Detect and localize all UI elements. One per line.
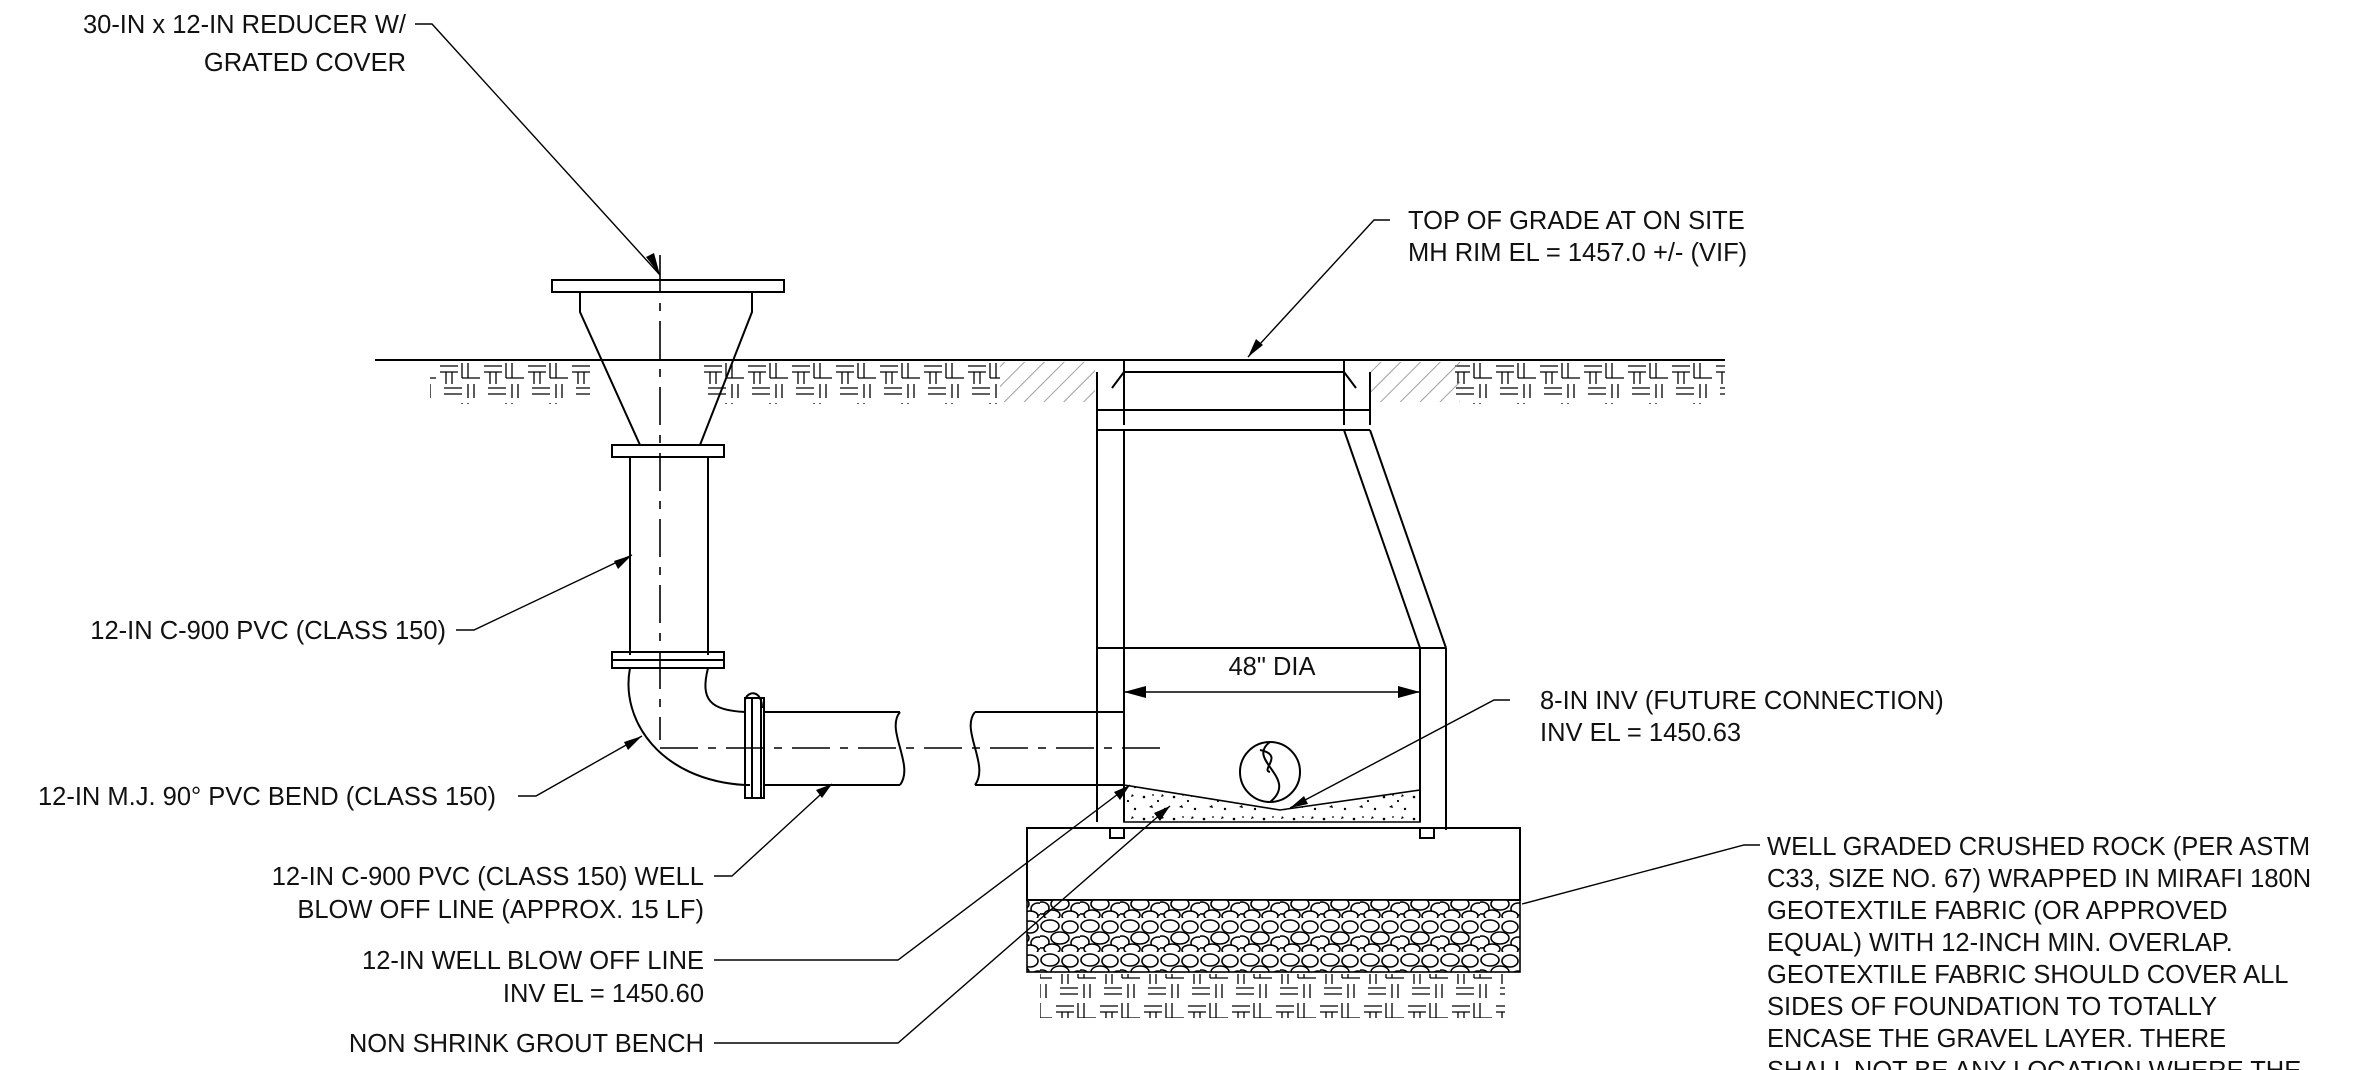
label-rock-2: C33, SIZE NO. 67) WRAPPED IN MIRAFI 180N	[1767, 865, 2311, 893]
label-blowoff-pipe-2: BLOW OFF LINE (APPROX. 15 LF)	[297, 896, 704, 924]
label-blowoff-pipe-1: 12-IN C-900 PVC (CLASS 150) WELL	[272, 863, 704, 891]
annotations: 30-IN x 12-IN REDUCER W/ GRATED COVER TO…	[38, 11, 2311, 1070]
pvc-bend	[627, 667, 750, 786]
crushed-rock-foundation	[1026, 899, 1521, 973]
label-rock-5: GEOTEXTILE FABRIC SHOULD COVER ALL	[1767, 961, 2288, 989]
label-diameter: 48" DIA	[1228, 653, 1315, 681]
label-blowoff-line-1: 12-IN WELL BLOW OFF LINE	[362, 947, 704, 975]
label-grout: NON SHRINK GROUT BENCH	[349, 1030, 704, 1058]
label-rock-7: ENCASE THE GRAVEL LAYER. THERE	[1767, 1025, 2226, 1053]
label-rock-8: SHALL NOT BE ANY LOCATION WHERE THE	[1767, 1057, 2301, 1070]
grated-cover	[551, 279, 785, 293]
concrete-collar-right	[1370, 362, 1460, 402]
label-blowoff-line-2: INV EL = 1450.60	[503, 980, 704, 1008]
manhole-rim-frame	[1123, 359, 1345, 373]
label-pvc-pipe: 12-IN C-900 PVC (CLASS 150)	[90, 617, 446, 645]
grout-bench	[1123, 784, 1421, 823]
concrete-collar-left	[1000, 362, 1095, 402]
label-grade-1: TOP OF GRADE AT ON SITE	[1408, 207, 1745, 235]
manhole-structure	[1000, 359, 1521, 1018]
reducer-riser-assembly	[551, 255, 1168, 799]
leader-lines	[415, 23, 1760, 1044]
base-slab	[1026, 827, 1521, 901]
label-bend: 12-IN M.J. 90° PVC BEND (CLASS 150)	[38, 783, 496, 811]
label-reducer-1: 30-IN x 12-IN REDUCER W/	[83, 11, 407, 39]
label-rock-6: SIDES OF FOUNDATION TO TOTALLY	[1767, 993, 2217, 1021]
label-grade-2: MH RIM EL = 1457.0 +/- (VIF)	[1408, 239, 1747, 267]
label-inv-1: 8-IN INV (FUTURE CONNECTION)	[1540, 687, 1944, 715]
label-rock-1: WELL GRADED CRUSHED ROCK (PER ASTM	[1767, 833, 2310, 861]
ground-surface	[375, 359, 1725, 404]
label-reducer-2: GRATED COVER	[204, 49, 406, 77]
label-rock-4: EQUAL) WITH 12-INCH MIN. OVERLAP.	[1767, 929, 2233, 957]
label-rock-3: GEOTEXTILE FABRIC (OR APPROVED	[1767, 897, 2228, 925]
subgrade-soil	[1040, 974, 1505, 1018]
label-inv-2: INV EL = 1450.63	[1540, 719, 1741, 747]
future-connection-symbol	[1239, 741, 1301, 803]
